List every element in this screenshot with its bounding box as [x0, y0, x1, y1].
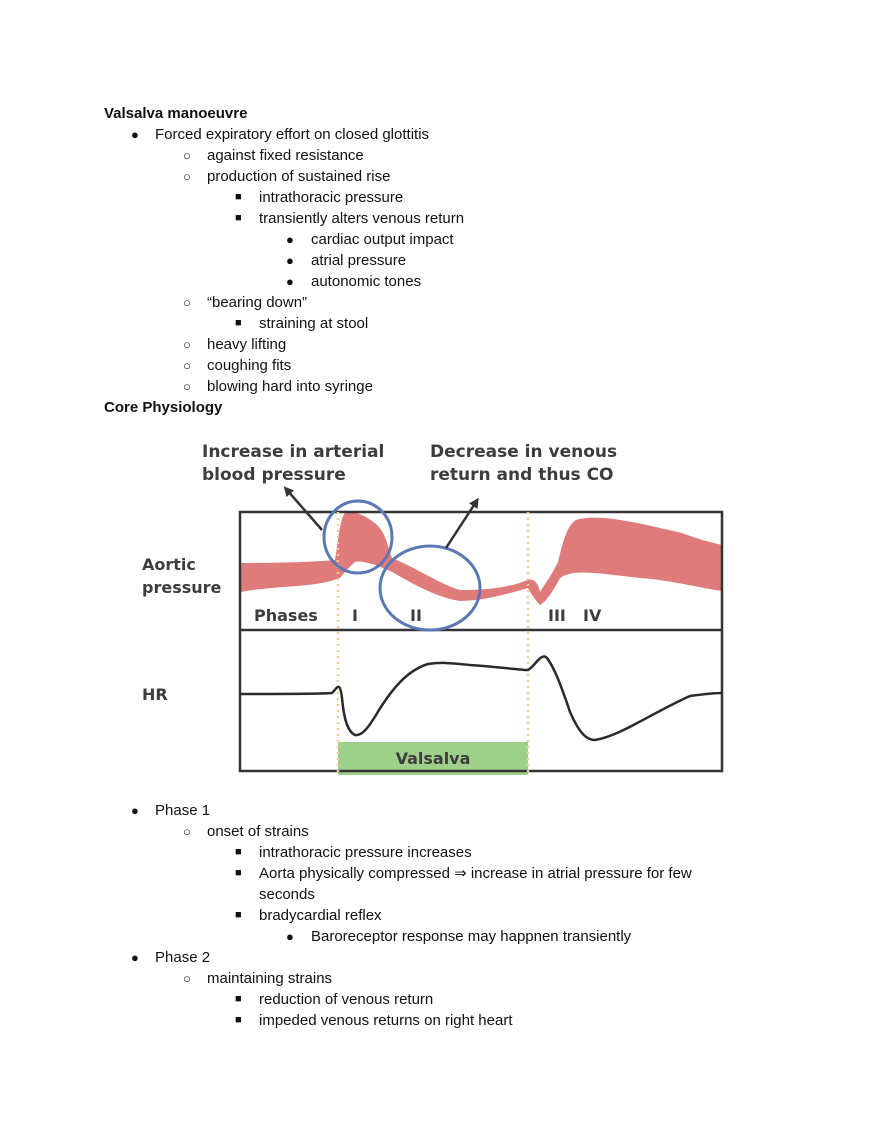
list-item: Phase 1 — [155, 802, 211, 819]
bullet-square — [235, 208, 242, 229]
bullet-circle — [183, 355, 191, 376]
list-item: impeded venous returns on right heart — [259, 1012, 513, 1029]
chart-frame — [238, 510, 724, 773]
bullet-disc — [286, 271, 294, 292]
list-item: bradycardial reflex — [259, 907, 382, 924]
bullet-disc — [286, 250, 294, 271]
bullet-disc — [286, 229, 294, 250]
list-item: cardiac output impact — [311, 231, 454, 248]
bullet-disc — [286, 926, 294, 947]
list-item: transiently alters venous return — [259, 210, 465, 227]
annotation-arterial-line1: Increase in arterial — [202, 442, 384, 462]
list-item: heavy lifting — [207, 336, 287, 353]
label-pressure: pressure — [142, 578, 222, 597]
heading-core-physiology: Core Physiology — [104, 399, 223, 416]
list-item: onset of strains — [207, 823, 309, 840]
bullet-circle — [183, 334, 191, 355]
valsalva-bar — [338, 742, 528, 775]
list-item: reduction of venous return — [259, 991, 434, 1008]
annotation-venous-line2: return and thus CO — [430, 465, 614, 485]
bullet-circle — [183, 145, 191, 166]
annotation-arterial-line2: blood pressure — [202, 465, 346, 485]
aortic-pressure-band — [240, 511, 722, 605]
valsalva-diagram: Increase in arterial blood pressure Decr… — [142, 442, 724, 775]
bullet-circle — [183, 821, 191, 842]
bullet-square — [235, 842, 242, 863]
label-aortic: Aortic — [142, 555, 196, 574]
list-item: maintaining strains — [207, 970, 333, 987]
label-phase-1: I — [352, 606, 358, 625]
bullet-square — [235, 313, 242, 334]
bullet-disc — [131, 124, 139, 145]
label-phases: Phases — [254, 606, 318, 625]
list-item: straining at stool — [259, 315, 369, 332]
arrow-arterial-icon — [283, 486, 323, 531]
bullet-disc — [131, 800, 139, 821]
bullet-square — [235, 863, 242, 884]
bullet-square — [235, 905, 242, 926]
annotation-venous-line1: Decrease in venous — [430, 442, 617, 462]
list-item: Aorta physically compressed ⇒ increase i… — [259, 865, 692, 882]
bullet-circle — [183, 292, 191, 313]
highlight-circle-venous — [378, 544, 482, 632]
list-item: Phase 2 — [155, 949, 211, 966]
highlight-circle-arterial — [322, 499, 394, 575]
heading-valsalva: Valsalva manoeuvre — [104, 105, 248, 122]
list-item: coughing fits — [207, 357, 292, 374]
list-item: Forced expiratory effort on closed glott… — [155, 126, 430, 143]
label-phase-3: III — [548, 606, 566, 625]
heart-rate-curve — [239, 655, 723, 742]
bullet-disc — [131, 947, 139, 968]
bullet-circle — [183, 968, 191, 989]
bullet-circle — [183, 166, 191, 187]
list-item: blowing hard into syringe — [207, 378, 373, 395]
list-item: Baroreceptor response may happnen transi… — [311, 928, 632, 945]
label-hr: HR — [142, 685, 168, 704]
list-item: atrial pressure — [311, 252, 407, 269]
bullet-square — [235, 187, 242, 208]
list-item-continuation: seconds — [259, 886, 315, 903]
label-phase-2: II — [410, 606, 422, 625]
bullet-square — [235, 1010, 242, 1031]
list-item: intrathoracic pressure increases — [259, 844, 472, 861]
list-item: intrathoracic pressure — [259, 189, 404, 206]
bullet-circle — [183, 376, 191, 397]
list-item: autonomic tones — [311, 273, 422, 290]
list-item: against fixed resistance — [207, 147, 364, 164]
label-phase-4: IV — [583, 606, 602, 625]
list-item: “bearing down” — [207, 294, 308, 311]
list-item: production of sustained rise — [207, 168, 391, 185]
bullet-square — [235, 989, 242, 1010]
arrow-venous-icon — [444, 497, 479, 549]
valsalva-label: Valsalva — [396, 749, 471, 768]
